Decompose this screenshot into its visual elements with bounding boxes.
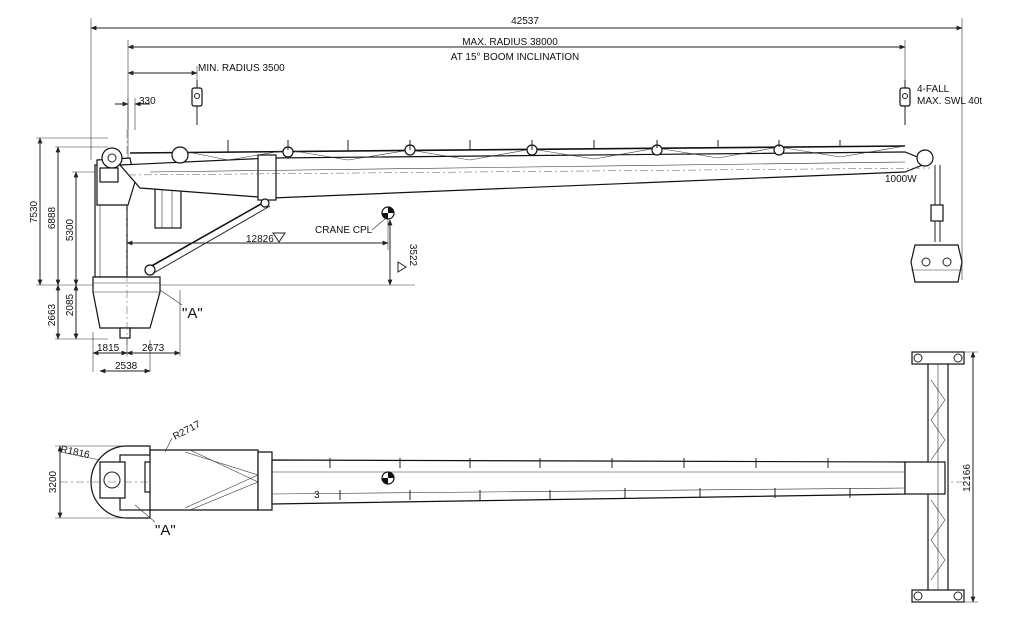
- fall-label: 4-FALL: [917, 84, 950, 95]
- base-dimensions: 1815 2673 2538: [92, 290, 181, 374]
- offset-330-text: 330: [139, 96, 156, 107]
- spreader-width-text: 12166: [962, 464, 973, 492]
- housing-width-text: 3200: [48, 470, 59, 493]
- max-radius-hook-icon: [899, 80, 911, 125]
- base-1815-text: 1815: [97, 343, 120, 354]
- height-6888: 6888: [47, 206, 58, 229]
- cog-horizontal-text: 12826: [246, 234, 274, 245]
- detail-a-leader-plan: "A": [134, 504, 176, 539]
- base-2673-text: 2673: [142, 343, 165, 354]
- crane-cog-plan-icon: [381, 471, 395, 485]
- luffing-cylinder: [144, 198, 271, 276]
- boom-plan-view: [149, 449, 906, 511]
- boom-sheaves: [171, 144, 785, 164]
- small-3-label: 3: [314, 490, 320, 501]
- min-radius-dimension: MIN. RADIUS 3500: [127, 63, 285, 90]
- base-2538-text: 2538: [115, 361, 138, 372]
- min-radius-text: MIN. RADIUS 3500: [198, 63, 285, 74]
- crane-cog-icon: [371, 206, 395, 231]
- overall-length-text: 42537: [511, 16, 539, 27]
- r1816-text: R1816: [59, 444, 91, 461]
- height-7530: 7530: [29, 200, 40, 223]
- offset-330-dimension: 330: [115, 96, 156, 130]
- boom-side-view: [118, 140, 934, 201]
- spreader-plan-view: [904, 351, 965, 603]
- height-2085: 2085: [65, 293, 76, 316]
- r2717-text: R2717: [171, 419, 203, 443]
- cog-vertical-dimension: 3522: [387, 219, 418, 286]
- boom-inclination-text: AT 15° BOOM INCLINATION: [451, 52, 579, 63]
- spreader-width-dimension: 12166: [960, 351, 978, 603]
- overall-length-dimension: 42537: [90, 16, 963, 280]
- max-radius-dimension: MAX. RADIUS 38000 AT 15° BOOM INCLINATIO…: [127, 37, 906, 160]
- cog-vertical-text: 3522: [407, 244, 418, 267]
- detail-a-label-plan: "A": [155, 522, 176, 539]
- height-2663: 2663: [47, 303, 58, 326]
- detail-a-label-side: "A": [182, 305, 203, 322]
- crane-cpl-label: CRANE CPL: [315, 225, 373, 236]
- detail-a-leader-side: "A": [159, 289, 203, 322]
- height-5300: 5300: [65, 218, 76, 241]
- swl-label: MAX. SWL 40t: [917, 96, 982, 107]
- max-radius-text: MAX. RADIUS 38000: [462, 37, 558, 48]
- main-hook-block: [910, 165, 963, 283]
- min-radius-hook-icon: [191, 80, 203, 125]
- boom-plan-ticks: [329, 458, 851, 500]
- winch-label: 1000W: [885, 174, 917, 185]
- housing-width-dimension: 3200: [48, 445, 125, 519]
